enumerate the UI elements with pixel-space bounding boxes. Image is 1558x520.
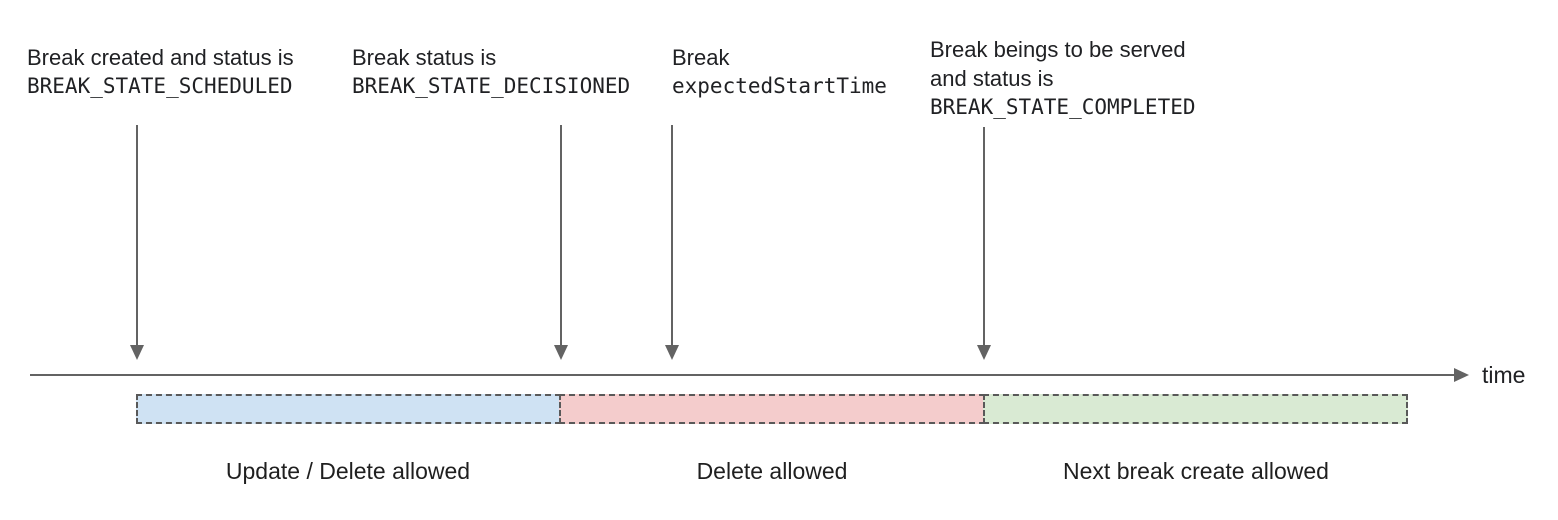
arrow-stem xyxy=(136,125,138,346)
annotation-code-expected-start-time: expectedStartTime xyxy=(672,74,887,98)
arrow-down-icon xyxy=(977,345,991,360)
time-axis-line xyxy=(30,374,1458,376)
arrow-stem xyxy=(671,125,673,346)
segment-update-delete-allowed xyxy=(136,394,562,424)
annotation-text: Break beings to be served xyxy=(930,37,1186,62)
segment-next-break-create-allowed xyxy=(982,394,1408,424)
time-axis-label: time xyxy=(1482,362,1526,388)
segment-labels-row: Update / Delete allowed Delete allowed N… xyxy=(136,458,1408,485)
segment-label-next-break-create: Next break create allowed xyxy=(1063,458,1329,484)
segment-label-delete: Delete allowed xyxy=(696,458,848,484)
arrow-right-icon xyxy=(1454,368,1469,382)
annotation-expected-start-time: Break expectedStartTime xyxy=(672,43,887,101)
annotation-text: and status is xyxy=(930,66,1054,91)
annotation-break-completed: Break beings to be served and status is … xyxy=(930,35,1196,122)
state-interval-bar xyxy=(136,394,1408,424)
annotation-break-decisioned: Break status is BREAK_STATE_DECISIONED xyxy=(352,43,630,101)
arrow-down-icon xyxy=(130,345,144,360)
annotation-text: Break status is xyxy=(352,45,497,70)
arrow-break-created xyxy=(129,125,145,360)
annotation-text: Break xyxy=(672,45,730,70)
arrow-stem xyxy=(560,125,562,346)
annotation-break-scheduled: Break created and status is BREAK_STATE_… xyxy=(27,43,294,101)
arrow-break-completed xyxy=(976,127,992,360)
segment-delete-allowed xyxy=(559,394,985,424)
annotation-code-break-state-completed: BREAK_STATE_COMPLETED xyxy=(930,95,1196,119)
arrow-down-icon xyxy=(554,345,568,360)
arrow-down-icon xyxy=(665,345,679,360)
arrow-expected-start-time xyxy=(664,125,680,360)
annotation-code-break-state-scheduled: BREAK_STATE_SCHEDULED xyxy=(27,74,293,98)
segment-label-update-delete: Update / Delete allowed xyxy=(225,458,471,484)
arrow-break-decisioned xyxy=(553,125,569,360)
annotation-text: Break created and status is xyxy=(27,45,294,70)
annotation-code-break-state-decisioned: BREAK_STATE_DECISIONED xyxy=(352,74,631,98)
arrow-stem xyxy=(983,127,985,346)
